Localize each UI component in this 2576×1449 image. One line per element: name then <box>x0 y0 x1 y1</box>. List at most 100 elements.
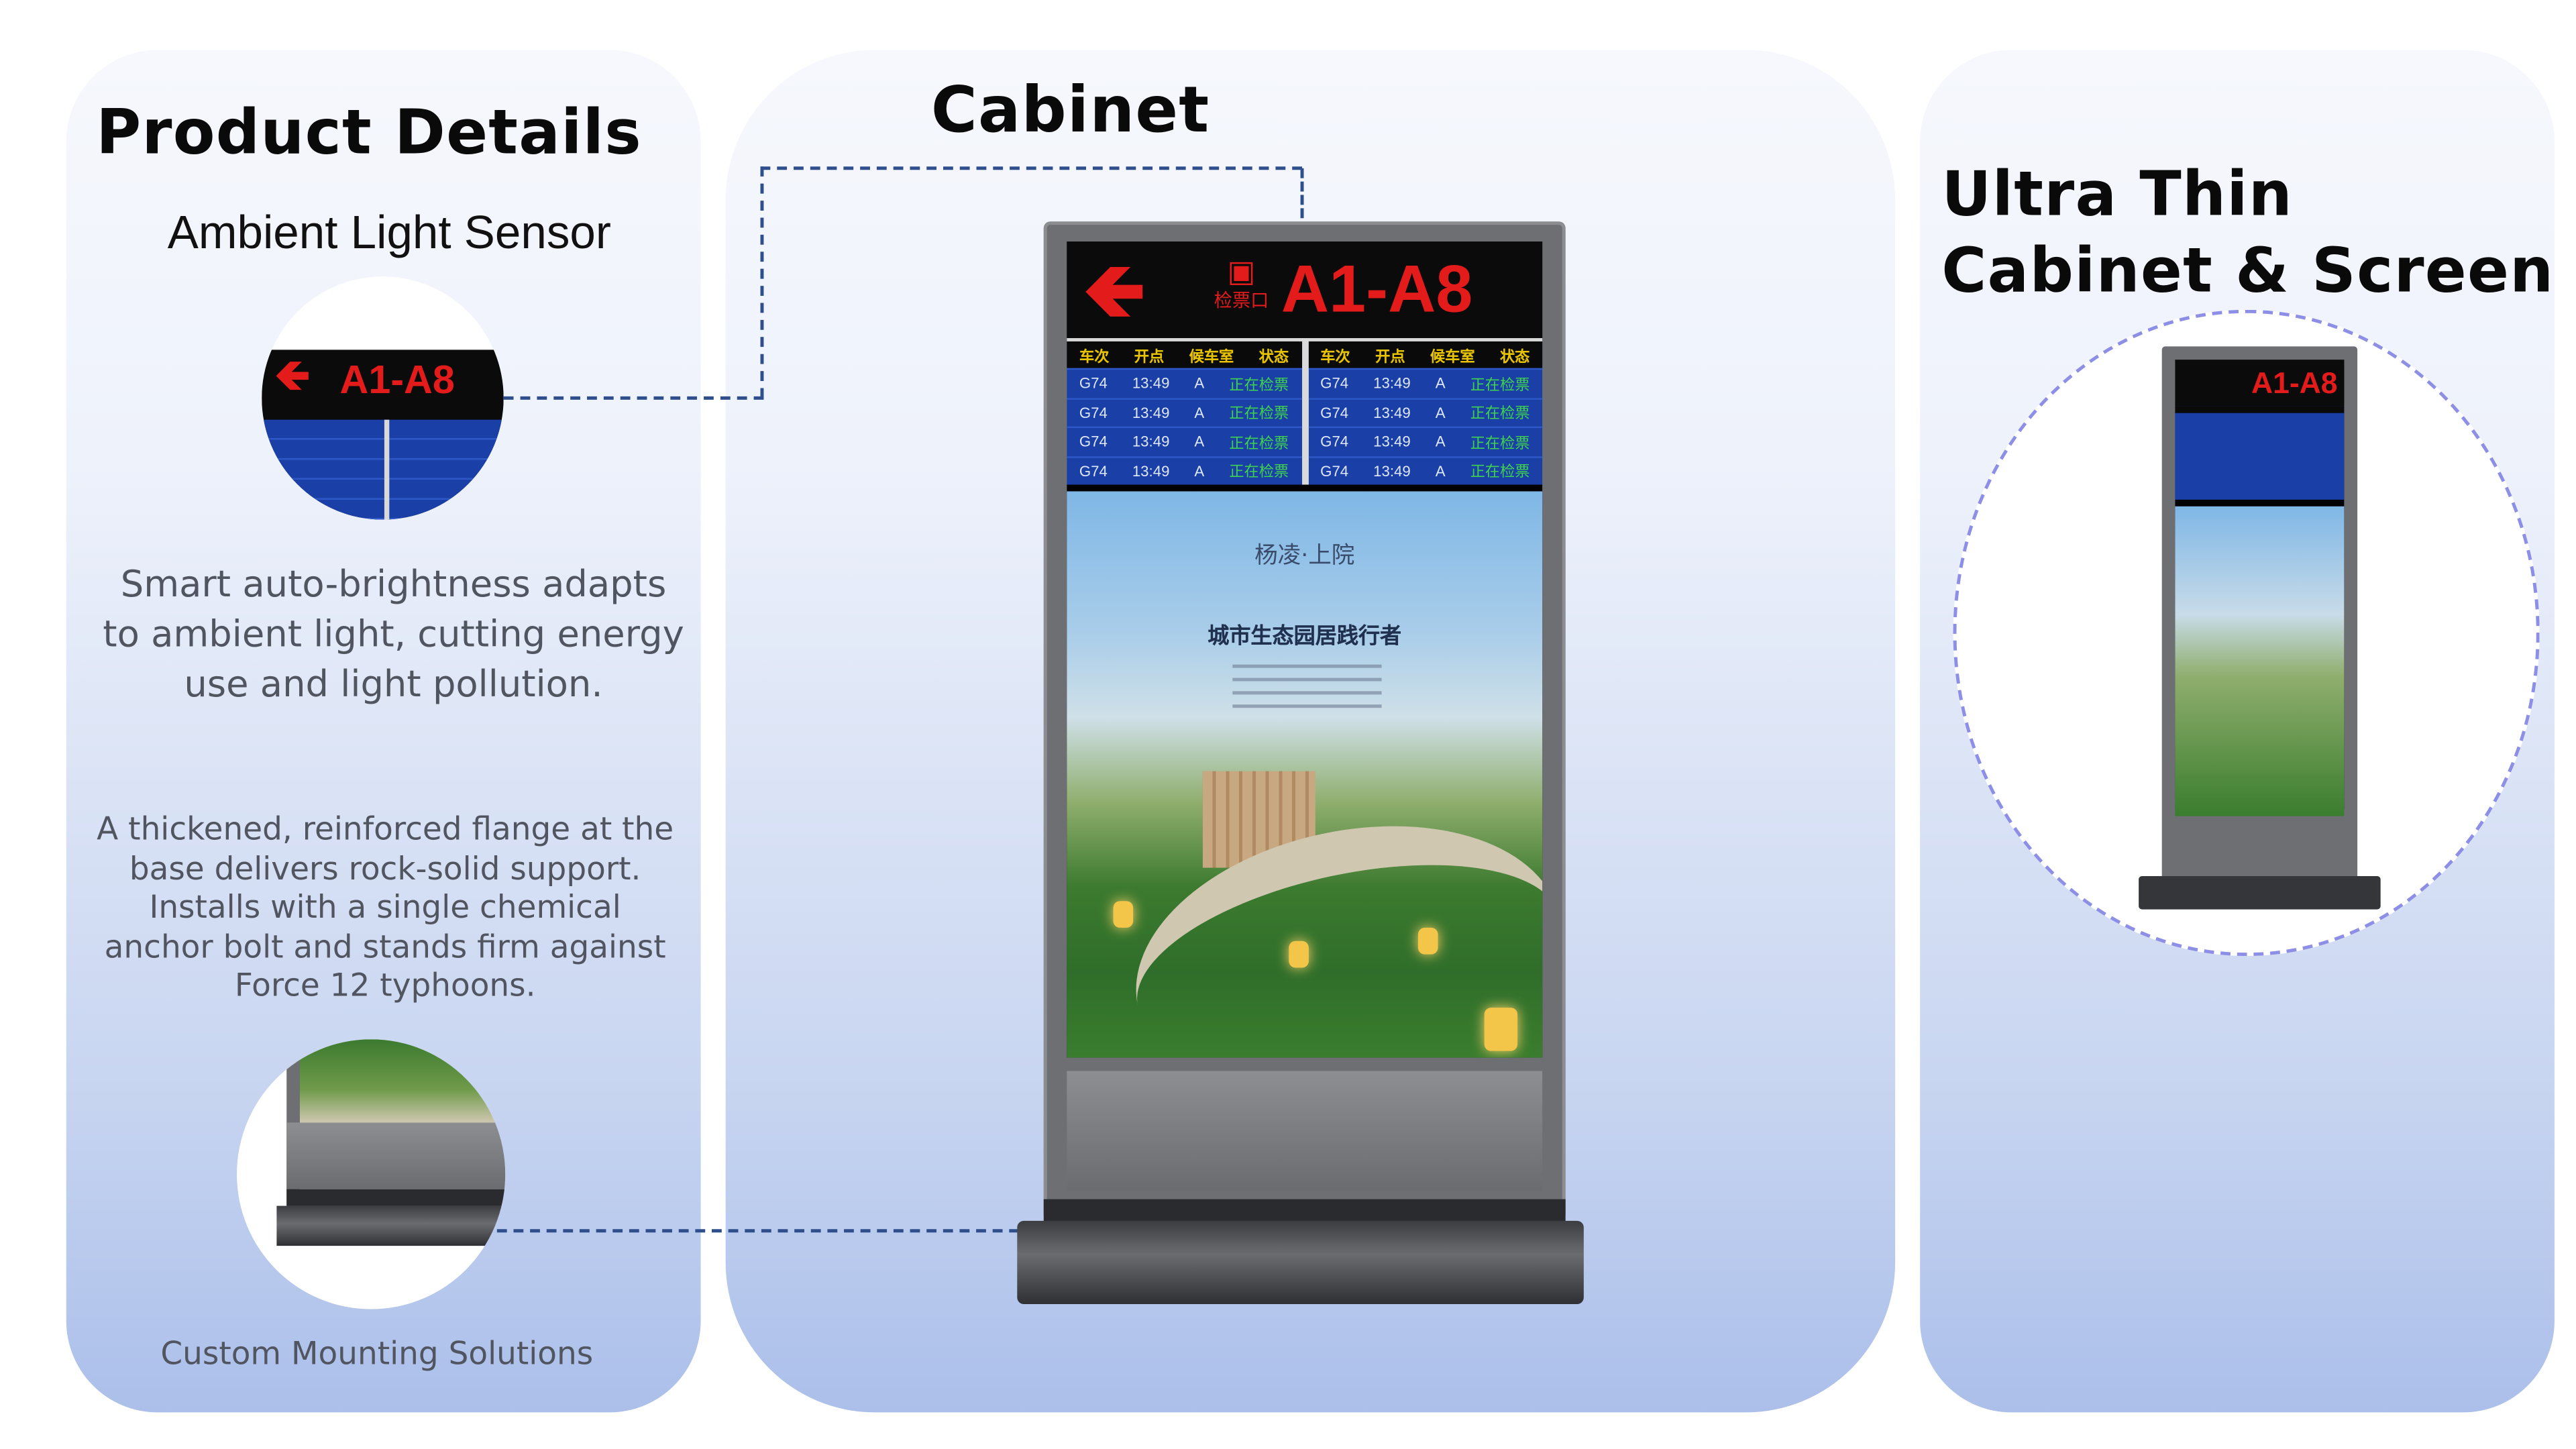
header-room: 候车室 <box>1430 349 1475 366</box>
table-row: G74 13:49 A 正在检票 <box>1067 426 1301 455</box>
ad-garden-path <box>1111 789 1543 1058</box>
row-room: A <box>1194 462 1205 480</box>
ad-title: 杨凌·上院 <box>1254 543 1355 570</box>
table-row: G74 13:49 A 正在检票 <box>1307 368 1543 397</box>
row-time: 13:49 <box>1132 404 1170 421</box>
row-room: A <box>1194 375 1205 392</box>
ultra-thin-title-line2: Cabinet & Screen <box>1941 235 2555 307</box>
mount-crop-vent <box>286 1189 506 1206</box>
ambient-light-sensor-label: Ambient Light Sensor <box>167 206 611 258</box>
sensor-description: Smart auto-brightness adapts to ambient … <box>103 564 684 706</box>
row-time: 13:49 <box>1373 462 1411 480</box>
custom-mounting-label: Custom Mounting Solutions <box>160 1336 594 1373</box>
ad-text-line <box>1232 691 1382 695</box>
cabinet-title: Cabinet <box>930 73 1210 147</box>
route-label: A1-A8 <box>1281 252 1473 326</box>
departure-board-right: 车次 开点 候车室 状态 G74 13:49 A 正在检票 G74 13:49 <box>1307 341 1543 485</box>
connector-top-vertical-right <box>1300 168 1304 219</box>
ultra-thin-detail-image: A1-A8 <box>1953 309 2540 957</box>
kiosk-lower-panel <box>1067 1071 1543 1191</box>
ad-text-line <box>1232 664 1382 668</box>
row-train: G74 <box>1320 462 1349 480</box>
row-train: G74 <box>1079 375 1108 392</box>
row-room: A <box>1435 433 1446 450</box>
row-train: G74 <box>1079 404 1108 421</box>
ad-buildings <box>1202 771 1316 868</box>
led-sign: 🡸 ▣ 检票口 A1-A8 <box>1067 241 1543 339</box>
connector-mount-horizontal <box>496 1229 1118 1233</box>
advertisement-image: 杨凌·上院 城市生态园居践行者 <box>1067 491 1543 1058</box>
header-train: 车次 <box>1079 349 1110 366</box>
row-time: 13:49 <box>1132 462 1170 480</box>
left-arrow-icon: 🡸 <box>274 351 311 402</box>
table-row: G74 13:49 A 正在检票 <box>1067 368 1301 397</box>
table-row: G74 13:49 A 正在检票 <box>1307 455 1543 484</box>
lamp-icon <box>1113 901 1134 928</box>
kiosk-cabinet: 🡸 ▣ 检票口 A1-A8 车次 开点 候车室 状态 G74 <box>1043 221 1566 1221</box>
header-room: 候车室 <box>1189 349 1234 366</box>
row-status: 正在检票 <box>1470 463 1530 480</box>
kiosk-screen: 🡸 ▣ 检票口 A1-A8 车次 开点 候车室 状态 G74 <box>1067 241 1543 1058</box>
mount-crop-ad <box>297 1039 506 1123</box>
board-header: 车次 开点 候车室 状态 <box>1067 341 1301 368</box>
lamp-icon <box>1417 927 1438 955</box>
mini-route-label: A1-A8 <box>2175 360 2345 407</box>
row-status: 正在检票 <box>1229 463 1289 480</box>
row-train: G74 <box>1320 433 1349 450</box>
ad-text-line <box>1232 678 1382 682</box>
sensor-crop-route: A1-A8 <box>339 358 455 403</box>
row-room: A <box>1435 375 1446 392</box>
row-status: 正在检票 <box>1229 434 1289 451</box>
mini-kiosk-base <box>2139 875 2381 910</box>
header-train: 车次 <box>1320 349 1350 366</box>
flange-description: A thickened, reinforced flange at the ba… <box>97 811 674 1005</box>
table-row: G74 13:49 A 正在检票 <box>1067 397 1301 426</box>
connector-top-vertical-left <box>760 166 764 398</box>
table-row: G74 13:49 A 正在检票 <box>1307 397 1543 426</box>
sensor-detail-image: 🡸 A1-A8 <box>262 276 504 520</box>
ad-text-line <box>1232 704 1382 708</box>
header-time: 开点 <box>1375 349 1405 366</box>
row-time: 13:49 <box>1132 433 1170 450</box>
sensor-crop-board <box>262 419 504 520</box>
row-time: 13:49 <box>1132 375 1170 392</box>
departure-boards: 车次 开点 候车室 状态 G74 13:49 A 正在检票 G74 13:49 <box>1067 338 1543 485</box>
sensor-crop-divider <box>384 419 390 520</box>
board-header: 车次 开点 候车室 状态 <box>1307 341 1543 368</box>
header-time: 开点 <box>1134 349 1165 366</box>
mount-crop-flange <box>276 1205 506 1246</box>
ultra-thin-title-line1: Ultra Thin <box>1941 158 2294 230</box>
ad-subtitle: 城市生态园居践行者 <box>1208 625 1402 650</box>
header-status: 状态 <box>1499 349 1530 366</box>
row-room: A <box>1194 433 1205 450</box>
mini-kiosk: A1-A8 <box>2139 346 2381 910</box>
mini-advertisement <box>2175 506 2345 816</box>
mini-kiosk-screen: A1-A8 <box>2175 360 2345 816</box>
table-row: G74 13:49 A 正在检票 <box>1067 455 1301 484</box>
connector-top-horizontal <box>760 166 1303 170</box>
row-status: 正在检票 <box>1229 376 1289 393</box>
gate-sign-text: 检票口 <box>1214 290 1269 312</box>
departure-board-left: 车次 开点 候车室 状态 G74 13:49 A 正在检票 G74 13:49 <box>1067 341 1301 485</box>
row-train: G74 <box>1079 433 1108 450</box>
row-room: A <box>1435 404 1446 421</box>
gate-sign-icon: ▣ <box>1227 254 1256 290</box>
row-train: G74 <box>1079 462 1108 480</box>
row-train: G74 <box>1320 375 1349 392</box>
connector-sensor-horizontal <box>503 396 764 400</box>
row-status: 正在检票 <box>1229 405 1289 422</box>
row-time: 13:49 <box>1373 375 1411 392</box>
gate-sign: ▣ 检票口 <box>1212 256 1271 323</box>
table-row: G74 13:49 A 正在检票 <box>1307 426 1543 455</box>
ultra-thin-title: Ultra Thin Cabinet & Screen <box>1941 156 2554 309</box>
row-status: 正在检票 <box>1470 376 1530 393</box>
row-room: A <box>1194 404 1205 421</box>
lamp-icon <box>1289 941 1309 968</box>
sensor-crop: 🡸 A1-A8 <box>262 350 504 520</box>
kiosk-base-flange <box>1017 1220 1584 1305</box>
row-train: G74 <box>1320 404 1349 421</box>
row-time: 13:49 <box>1373 404 1411 421</box>
row-room: A <box>1435 462 1446 480</box>
lamp-icon <box>1484 1008 1518 1051</box>
